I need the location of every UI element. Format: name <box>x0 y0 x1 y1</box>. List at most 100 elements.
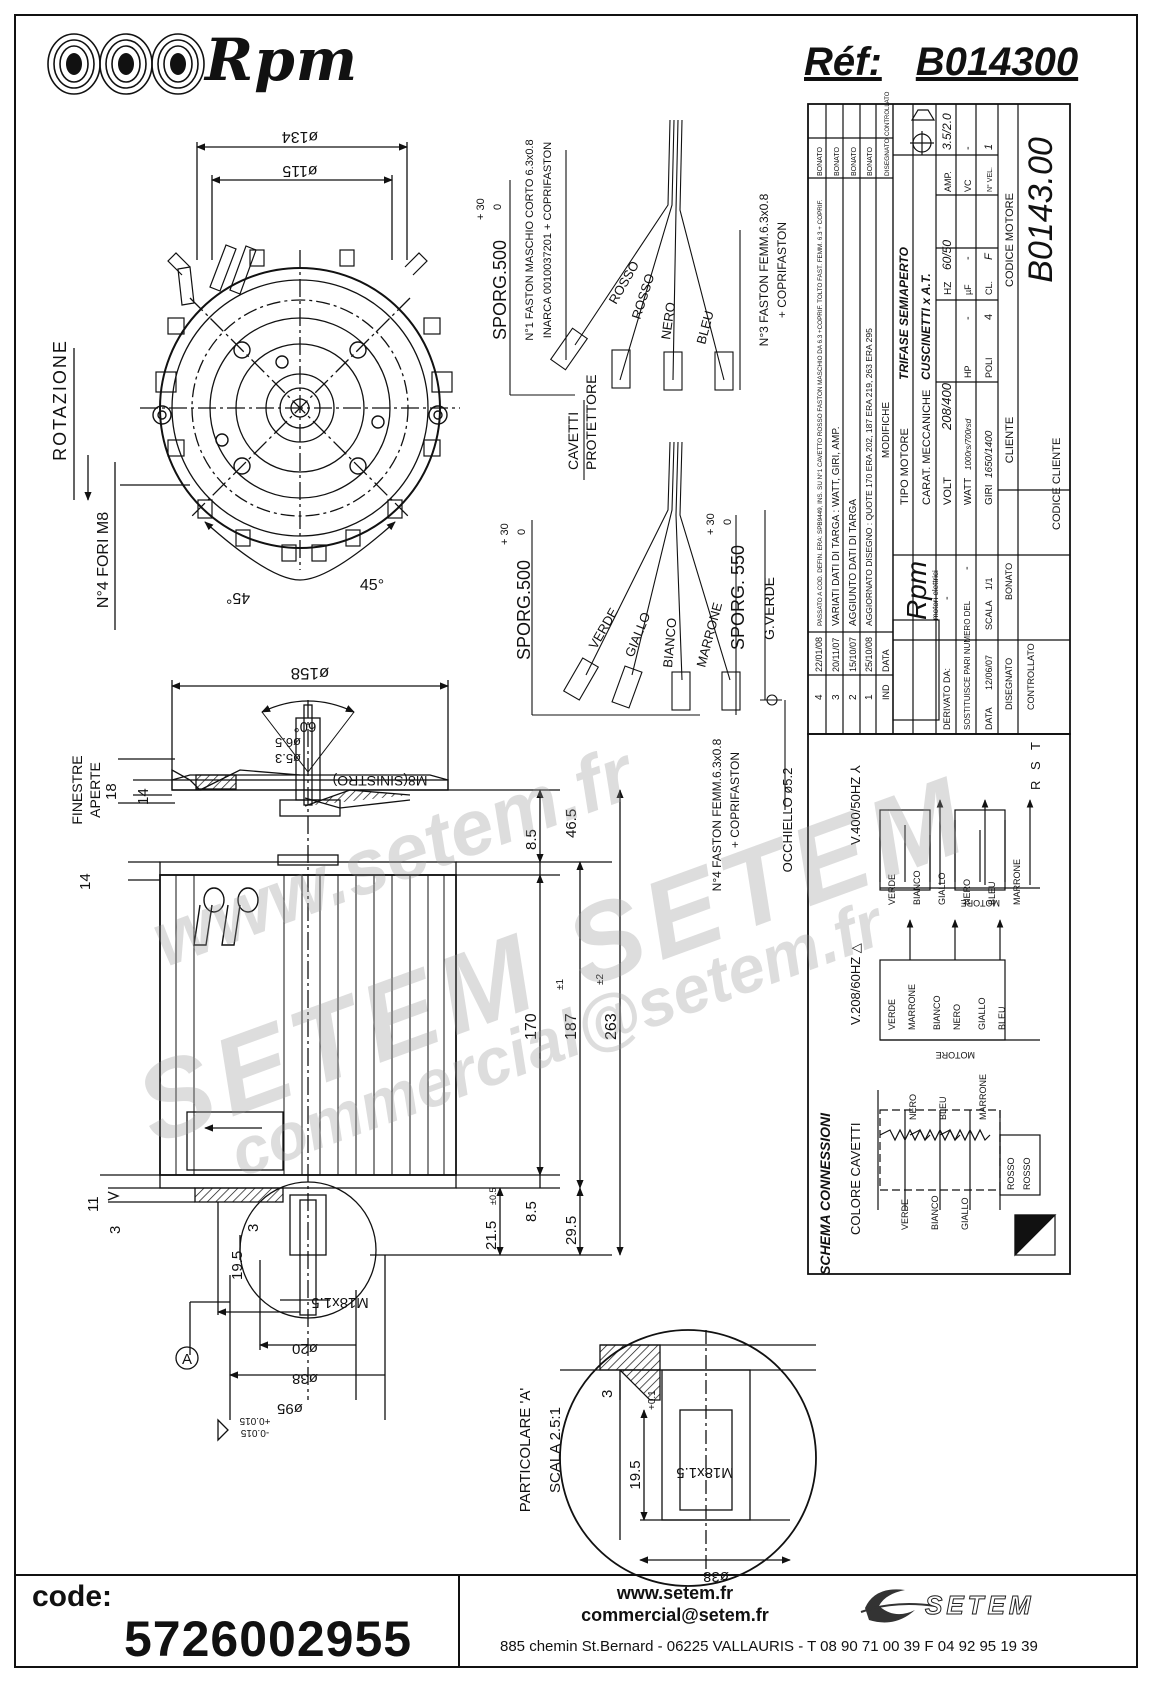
tol-187: ±1 <box>555 979 566 990</box>
delta-motore: MOTORE <box>936 1050 975 1060</box>
address: 885 chemin St.Bernard - 06225 VALLAURIS … <box>500 1638 1038 1655</box>
coil-top-3: MARRONE <box>978 1074 988 1120</box>
carat-value: CUSCINETTI x A.T. <box>919 273 933 380</box>
rev-4-date: 22/01/08 <box>814 637 824 672</box>
schema-delta-label: V.208/60HZ △ <box>848 943 863 1025</box>
thread-m8: M8(SINISTRO) <box>333 773 428 789</box>
delta-wire-1: VERDE <box>887 999 897 1030</box>
dim-21-5: 21.5 <box>483 1221 500 1250</box>
hdr-dis: DISEGNATO <box>884 138 891 176</box>
dia-38: ø38 <box>292 1370 318 1387</box>
angle-60: 60° <box>294 718 317 735</box>
rev-1-ind: 1 <box>864 694 875 700</box>
dim-19-5: 19.5 <box>229 1251 246 1280</box>
detail-thread: M18x1.5 <box>676 1464 734 1481</box>
delta-wire-2: MARRONE <box>907 984 917 1030</box>
rev-4-mod: PASSATO A COD. DEFIN. ERA: SPB9449, INS.… <box>816 199 824 626</box>
hdr-ctrl: CONTROLLATO <box>885 91 891 136</box>
contact: www.setem.fr commercial@setem.fr <box>560 1582 790 1626</box>
rev-2-mod: AGGIUNTO DATI DI TARGA <box>848 499 859 626</box>
wire-giallo: GIALLO <box>622 610 654 659</box>
cl-label: CL. <box>984 281 994 295</box>
drawing-frame <box>14 14 1138 1668</box>
cable-set-1 <box>509 119 741 480</box>
schema-connessioni <box>807 733 1071 1275</box>
carat-label: CARAT. MECCANICHE <box>921 390 933 505</box>
vc-label: VC <box>963 179 973 192</box>
delta-wire-4: NERO <box>952 1004 962 1030</box>
giri-label: GIRI <box>984 484 995 505</box>
giri-value: 1650/1400 <box>984 430 995 478</box>
protector-line2: PROTETTORE <box>583 375 599 470</box>
dim-18: 18 <box>103 783 120 800</box>
cliente-label: CLIENTE <box>1004 417 1016 463</box>
codice-cliente-label: CODICE CLIENTE <box>1051 438 1063 530</box>
tipo-label: TIPO MOTORE <box>899 428 911 505</box>
dia-6-5: ø6.5 <box>275 735 301 750</box>
ref-label: Réf: <box>804 40 882 84</box>
brand-name: Rpm <box>205 26 359 94</box>
ref-value: B014300 <box>915 40 1079 84</box>
dim-8-5b: 8.5 <box>523 1201 540 1222</box>
poli-value: 4 <box>983 314 995 320</box>
detail-title: PARTICOLARE 'A' <box>517 1388 534 1513</box>
title-block <box>807 103 1071 735</box>
website-link[interactable]: www.setem.fr <box>616 1583 734 1603</box>
schema-wye-label: V.400/50HZ ⅄ <box>848 765 863 845</box>
schema-title: SCHEMA CONNESSIONI <box>817 1112 833 1275</box>
code-value: 5726002955 <box>124 1611 413 1667</box>
thermal-1: ROSSO <box>1006 1157 1016 1190</box>
volt-value: 208/400 <box>939 382 954 431</box>
detail-dim-19-5: 19.5 <box>627 1460 644 1489</box>
email-link[interactable]: commercial@setem.fr <box>581 1605 769 1625</box>
watt-value: 1000rs/700rsd <box>964 418 973 470</box>
hz-label: HZ <box>943 282 954 295</box>
rev-1-mod: AGGIORNATO DISEGNO : QUOTE 170 ERA 202, … <box>864 328 874 626</box>
hdr-ind: IND <box>881 684 891 700</box>
coil-bottom-1: VERDE <box>900 1199 910 1230</box>
rev-1-dis: BONATO <box>867 147 874 176</box>
amp-label: AMP. <box>943 171 953 192</box>
wye-wire-4: NERO <box>962 879 972 905</box>
cl-value: F <box>983 252 995 260</box>
thermal-2: ROSSO <box>1022 1157 1032 1190</box>
vc-value: - <box>962 146 974 150</box>
rev-1-date: 25/10/08 <box>864 637 874 672</box>
coil-top-2: BLEU <box>938 1096 948 1120</box>
dia-5-3: ø5.3 <box>275 751 301 766</box>
wye-wire-6: MARRONE <box>1012 859 1022 905</box>
wire-verde: VERDE <box>586 605 622 652</box>
dim-11: 11 <box>85 1196 102 1212</box>
dim-outer-diameter: ø134 <box>282 128 319 145</box>
rev-3-mod: VARIATI DATI DI TARGA : WATT, GIRI, AMP. <box>831 427 842 626</box>
detail-dia: ø38 <box>703 1568 729 1585</box>
rev-2-date: 15/10/07 <box>848 637 858 672</box>
tipo-value: TRIFASE SEMIAPERTO <box>897 246 911 380</box>
rev-4-ind: 4 <box>814 694 825 700</box>
sporg-1: SPORG.500 <box>490 240 510 340</box>
tol-263: ±2 <box>595 974 606 985</box>
wye-wire-1: VERDE <box>887 874 897 905</box>
faston-1-line1: N°1 FASTON MASCHIO CORTO 6.3x0.8 <box>524 139 536 340</box>
cable-set-2 <box>531 441 786 810</box>
rev-3-dis: BONATO <box>834 147 841 176</box>
sporg-ground: SPORG. 550 <box>728 545 748 650</box>
dim-8-5: 8.5 <box>523 829 540 850</box>
delta-wire-5: GIALLO <box>977 997 987 1030</box>
title-block-text: 4 22/01/08 PASSATO A COD. DEFIN. ERA: SP… <box>814 91 1063 730</box>
codice-motore-value: B0143.00 <box>1022 137 1060 283</box>
dim-263: 263 <box>603 1013 620 1040</box>
holes-label: N°4 FORI M8 <box>95 512 112 608</box>
aperte-label: APERTE <box>87 762 103 818</box>
setem-logo-text: SETEM <box>925 1590 1035 1620</box>
sporg-2-tol-minus: 0 <box>516 529 528 535</box>
sostituisce-value: - <box>961 566 973 570</box>
watt-label: WATT <box>963 478 974 505</box>
sporg-1-tol-minus: 0 <box>492 204 504 210</box>
derivato-value: - <box>941 596 953 600</box>
derivato-label: DERIVATO DA: <box>942 668 952 730</box>
controllato-label: CONTROLLATO <box>1026 643 1036 710</box>
dia-20: ø20 <box>292 1340 318 1357</box>
wye-wire-5: BLEU <box>987 881 997 905</box>
dim-14b: 14 <box>77 873 94 890</box>
